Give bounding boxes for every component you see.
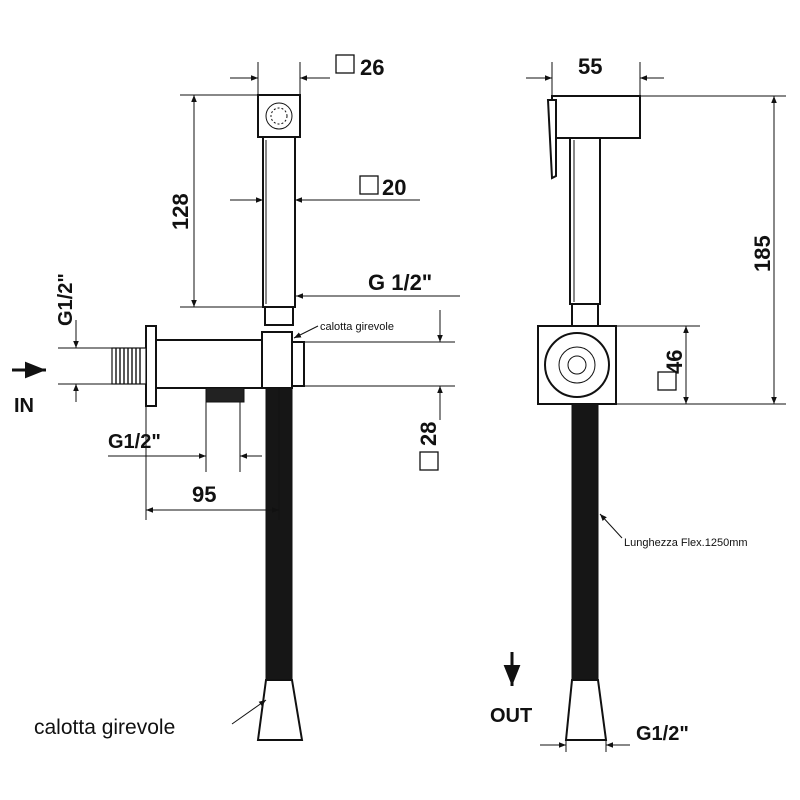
dim-185-label: 185: [750, 235, 775, 272]
in-label: IN: [14, 395, 34, 417]
side-outlet-thread-label: G1/2": [636, 723, 689, 745]
dim-95-label: 95: [192, 482, 216, 507]
inlet-nipple: [111, 347, 147, 385]
handle-side: [569, 137, 601, 305]
swivel-cap-side: [564, 679, 608, 741]
dim-55: [526, 62, 664, 96]
dim-inlet-thread: [58, 320, 112, 402]
hose-side: [571, 403, 599, 681]
bracket-cap: [291, 341, 305, 387]
bracket-arm: [155, 339, 263, 389]
dim-outlet-side: [540, 740, 630, 752]
dim-28-label: 28: [416, 422, 441, 446]
handle-connector-side: [571, 303, 599, 327]
bracket-outlet-thread-label: G1/2": [108, 431, 161, 453]
dim-128: [180, 94, 262, 308]
side-view: [503, 62, 786, 752]
spray-holes: [270, 107, 288, 125]
dim-46-label: 46: [662, 350, 687, 374]
bracket-flange-circle: [544, 332, 610, 398]
handle-connector-front: [264, 306, 294, 326]
dim-outlet-bracket: [108, 402, 262, 472]
front-view: [12, 54, 460, 741]
swivel-cap-small-label: calotta girevole: [320, 321, 394, 333]
dim-20-label: 20: [382, 175, 406, 200]
dim-128-label: 128: [168, 193, 193, 230]
dim-46: [616, 325, 700, 404]
shower-head-front: [257, 94, 301, 138]
wall-flange: [145, 325, 157, 407]
dim-20: [230, 175, 420, 203]
dim-185: [616, 95, 786, 405]
bracket-head: [261, 331, 293, 389]
dim-26-label: 26: [360, 55, 384, 80]
outlet-ring-inner: [567, 355, 587, 375]
dim-95: [145, 388, 280, 520]
outlet-ring-outer: [558, 346, 596, 384]
dim-26: [230, 54, 355, 95]
swivel-cap-front: [256, 679, 304, 741]
handle-front: [262, 136, 296, 308]
dim-28: [304, 310, 455, 471]
inlet-thread-label: G1/2": [55, 273, 77, 326]
trigger-lever: [546, 99, 557, 180]
shower-head-side: [551, 95, 641, 139]
swivel-cap-large-label: calotta girevole: [34, 716, 175, 739]
hose-length-label: Lunghezza Flex.1250mm: [624, 537, 748, 549]
out-label: OUT: [490, 705, 532, 727]
spray-face-icon: [265, 102, 293, 130]
handle-thread-label: G 1/2": [368, 270, 432, 295]
bracket-outlet: [205, 387, 245, 403]
dim-55-label: 55: [578, 54, 602, 79]
